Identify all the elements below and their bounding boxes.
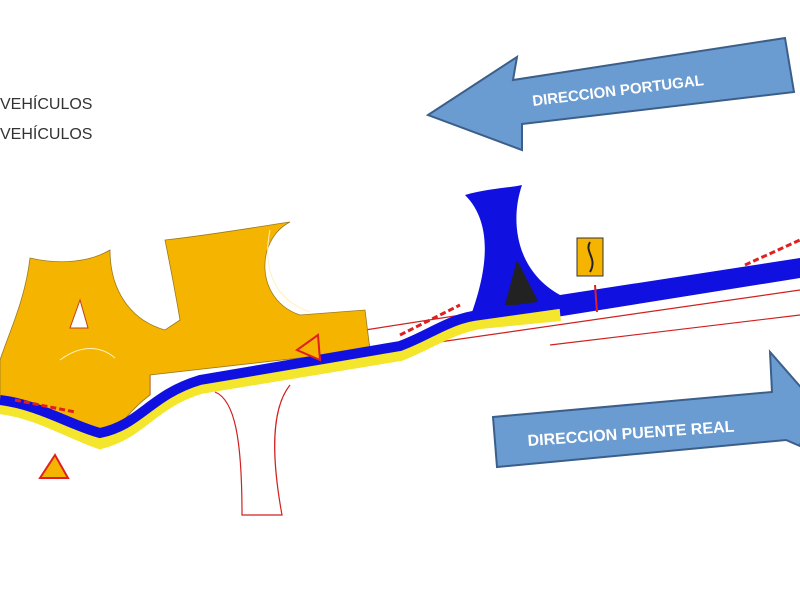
arrow-direccion-puente-real: DIRECCION PUENTE REAL	[491, 349, 800, 469]
lane-change-warning-sign-icon	[38, 333, 322, 479]
median-island	[505, 260, 540, 305]
curve-warning-sign-icon	[576, 237, 604, 313]
traffic-lanes	[0, 185, 800, 450]
legend-line-1: VEHÍCULOS	[0, 96, 93, 113]
chevron-barrier-icon	[14, 238, 800, 414]
island	[69, 298, 89, 329]
arrow-direccion-portugal: DIRECCION PORTUGAL	[425, 36, 796, 152]
legend-line-2: VEHÍCULOS	[0, 126, 93, 143]
